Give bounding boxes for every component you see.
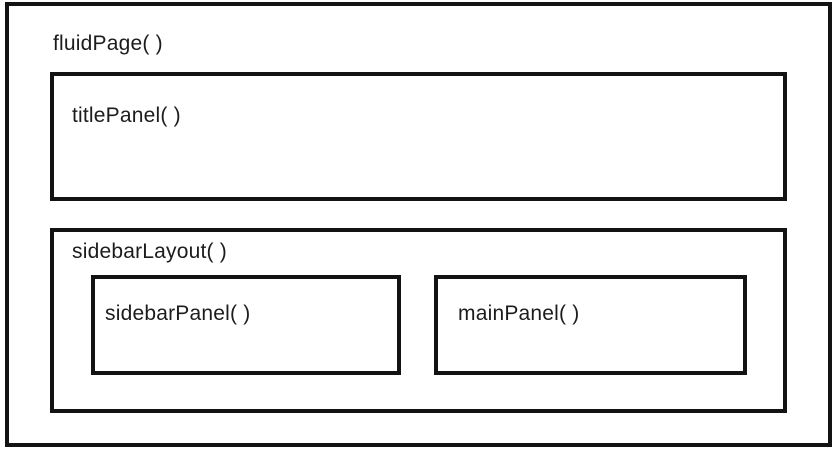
sidebarlayout-box: sidebarLayout( ) sidebarPanel( ) mainPan…: [50, 228, 787, 413]
titlepanel-label: titlePanel( ): [72, 104, 181, 127]
sidebarpanel-label: sidebarPanel( ): [105, 302, 251, 325]
fluidpage-box: fluidPage( ) titlePanel( ) sidebarLayout…: [5, 2, 832, 447]
sidebarpanel-box: sidebarPanel( ): [91, 275, 401, 375]
titlepanel-box: titlePanel( ): [50, 72, 787, 201]
sidebarlayout-label: sidebarLayout( ): [72, 240, 227, 263]
fluidpage-label: fluidPage( ): [53, 32, 163, 55]
mainpanel-label: mainPanel( ): [458, 302, 580, 325]
mainpanel-box: mainPanel( ): [434, 275, 747, 375]
